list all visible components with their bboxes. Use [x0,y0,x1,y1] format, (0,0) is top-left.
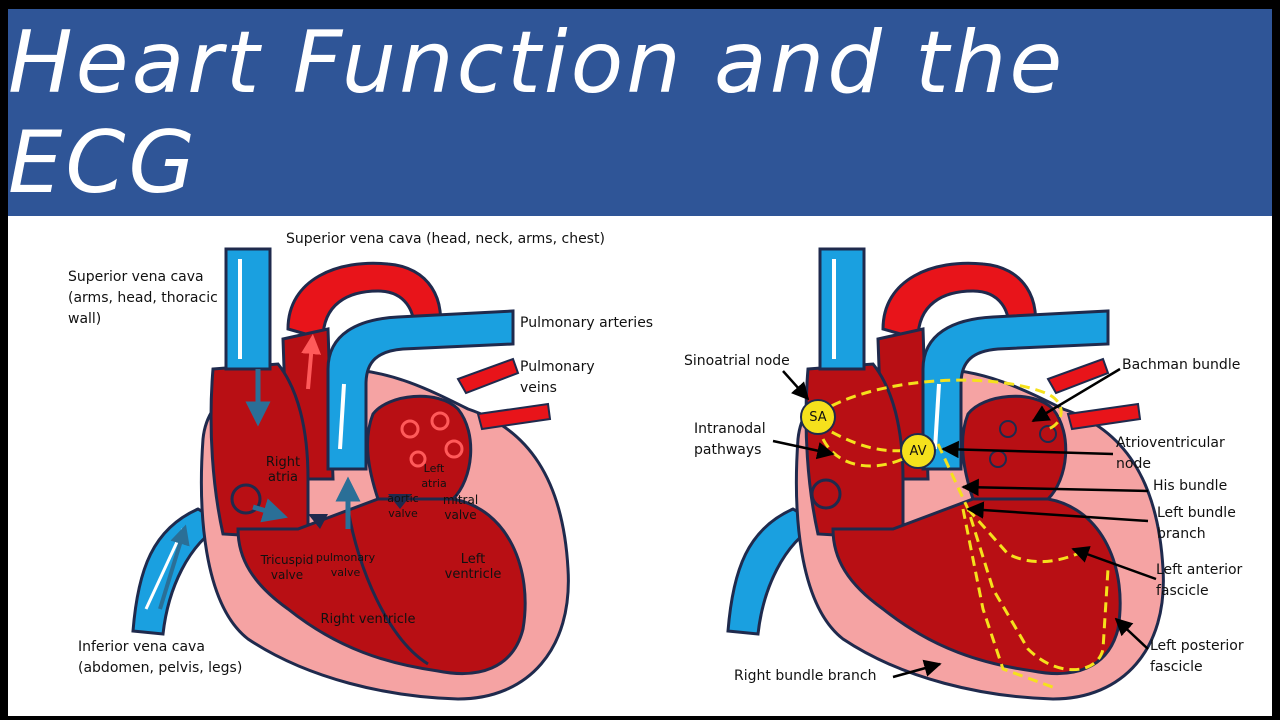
ventricles [236,497,527,676]
label-left-ventricle: Left ventricle [444,552,502,582]
label-svc-left: Superior vena cava (arms, head, thoracic… [68,269,218,327]
left-atrium [366,394,473,501]
label-bachman-bundle: Bachman bundle [1122,357,1241,373]
label-left-posterior-fascicle: Left posterior fascicle [1150,638,1244,675]
label-intranodal-pathways: Intranodal pathways [694,421,766,458]
heart-anatomy-diagram [131,247,570,701]
label-pulmonary-valve: pulmonary valve [315,551,376,579]
pointer-arrows [772,367,1157,679]
conduction-system-diagram [726,247,1165,701]
slide: Heart Function and the ECG [8,9,1272,716]
label-right-atria: Right atria [265,455,301,485]
av-node-label: AV [909,444,927,459]
label-his-bundle: His bundle [1153,478,1228,494]
label-ivc: Inferior vena cava (abdomen, pelvis, leg… [78,639,243,676]
pulmonary-artery [326,309,515,471]
label-aortic-valve: aortic valve [387,492,419,520]
slide-title: Heart Function and the ECG [8,12,1066,213]
sa-node [800,399,836,435]
label-pulmonary-veins: Pulmonary veins [520,359,595,396]
label-pulmonary-arteries: Pulmonary arteries [520,315,654,331]
label-mitral-valve: mitral valve [442,493,479,522]
label-atrioventricular-node: Atrioventricular node [1116,435,1225,472]
title-banner [8,9,1272,216]
label-left-anterior-fascicle: Left anterior fascicle [1156,562,1243,599]
av-node [900,433,936,469]
label-left-bundle-branch: Left bundle branch [1157,505,1236,542]
label-sinoatrial-node: Sinoatrial node [684,353,790,369]
label-right-bundle-branch: Right bundle branch [734,668,877,684]
label-left-atria: Left atria [421,462,447,490]
label-right-ventricle: Right ventricle [320,612,416,627]
label-tricuspid-valve: Tricuspid valve [260,553,314,582]
superior-vena-cava [224,247,272,371]
label-svc-top: Superior vena cava (head, neck, arms, ch… [286,231,605,247]
sa-node-label: SA [809,410,827,425]
